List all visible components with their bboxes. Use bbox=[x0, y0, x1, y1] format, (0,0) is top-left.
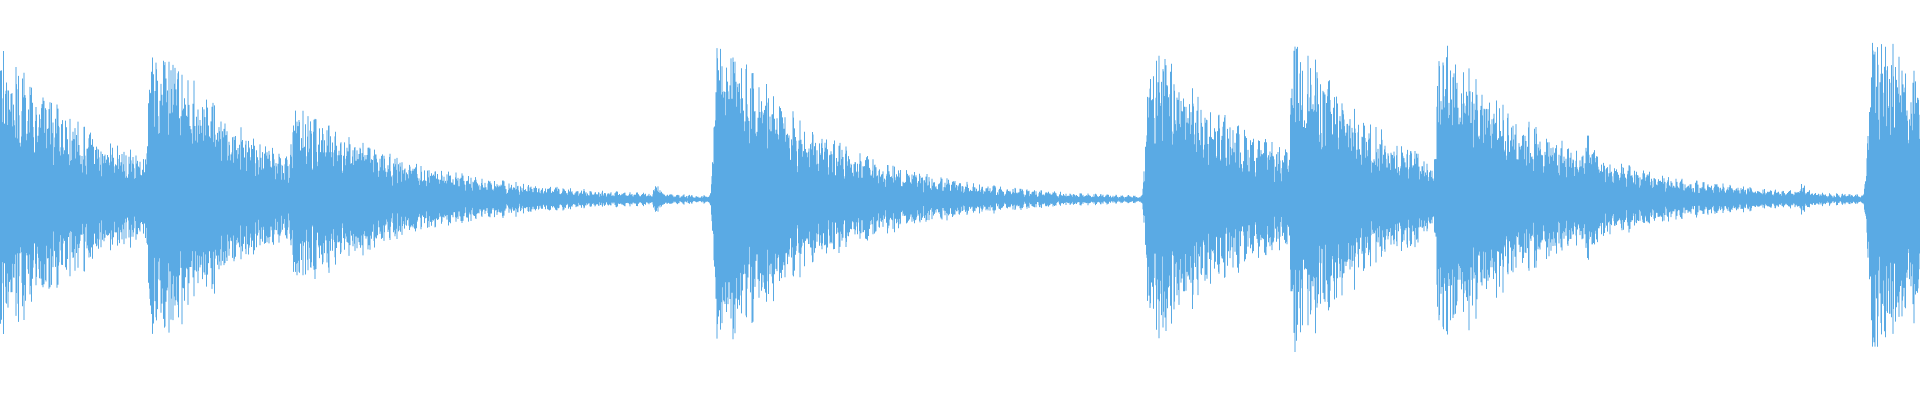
waveform-trace bbox=[0, 42, 1920, 352]
